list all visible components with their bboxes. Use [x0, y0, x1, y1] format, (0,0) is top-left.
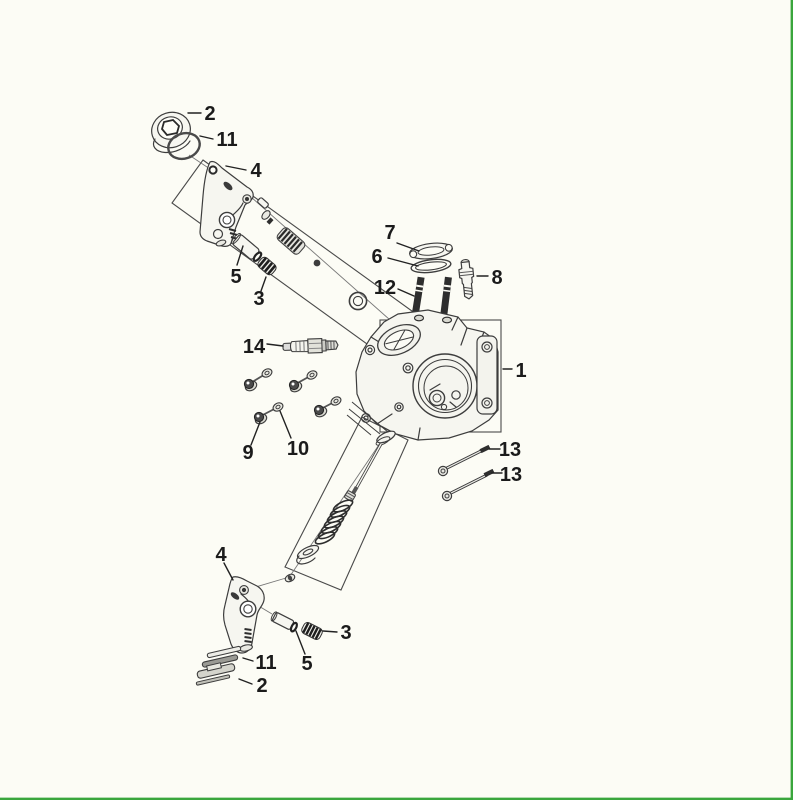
callouts: 2 11 4 5 3 7 6 8 12 1 14 9 10 13 13 4 3 …	[204, 103, 526, 697]
valve-lifter-lower	[270, 611, 298, 633]
callout-long-bolt-a: 13	[499, 439, 521, 461]
callout-lifter-upper: 5	[230, 266, 241, 288]
rocker-bracket-lower	[222, 576, 265, 654]
callout-spring-lower: 3	[340, 622, 351, 644]
callout-bracket-lower: 4	[215, 544, 227, 566]
valve-keeper	[284, 573, 296, 583]
shim-plate-stack	[195, 645, 242, 686]
leader-lines	[187, 112, 513, 685]
valve-lifter-upper	[231, 232, 263, 262]
callout-spring-upper: 3	[253, 288, 264, 310]
valve-spring	[314, 499, 354, 545]
rocker-bracket-upper	[199, 160, 254, 247]
callout-lifter-lower: 5	[301, 653, 312, 675]
cap-plate-lower	[196, 662, 236, 679]
callout-shim-lower: 11	[255, 652, 276, 674]
cylinder-head	[346, 309, 499, 441]
bolt-washer-unit	[288, 370, 318, 393]
rocker-shaft-pin	[257, 197, 269, 209]
spark-plug	[282, 338, 339, 354]
callout-stud: 12	[374, 277, 396, 299]
callout-spark-plug: 14	[243, 336, 266, 358]
callout-fitting: 8	[491, 267, 502, 289]
tappet-cover-cap-upper	[151, 111, 191, 154]
callout-gasket: 7	[384, 222, 395, 244]
cylinder-stud-right	[440, 276, 452, 318]
spring-upper	[257, 256, 277, 276]
long-bolt-b	[441, 468, 495, 502]
valve-assembly	[284, 430, 396, 583]
callout-cap-upper: 2	[204, 103, 215, 125]
callout-flange-bolt: 9	[242, 442, 253, 464]
valve-spring-exhaust	[276, 227, 306, 255]
cylinder-stud-left	[411, 276, 425, 318]
o-ring-upper	[167, 131, 201, 161]
callout-oring-upper: 11	[216, 129, 237, 151]
callout-cap-lower: 2	[256, 675, 267, 697]
spring-seat-ring	[348, 291, 368, 311]
screw-fitting	[458, 259, 475, 300]
callout-washer: 10	[287, 438, 309, 460]
bolt-washer-unit	[253, 402, 284, 425]
spring-lower	[301, 621, 323, 641]
adjuster-screw	[261, 210, 274, 225]
callout-seal-ring: 6	[371, 246, 382, 268]
port-gasket	[409, 242, 453, 260]
cotter-dot	[313, 259, 321, 267]
bolt-washer-unit	[313, 396, 342, 418]
spring-retainer	[296, 544, 320, 565]
long-bolt-a	[437, 444, 491, 477]
seal-ring	[410, 258, 452, 274]
flange-bolt-set	[243, 368, 342, 425]
bolt-washer-unit	[243, 368, 273, 392]
callout-long-bolt-b: 13	[500, 464, 522, 486]
callout-cylinder-head: 1	[515, 360, 526, 382]
callout-bracket-upper: 4	[250, 160, 262, 182]
